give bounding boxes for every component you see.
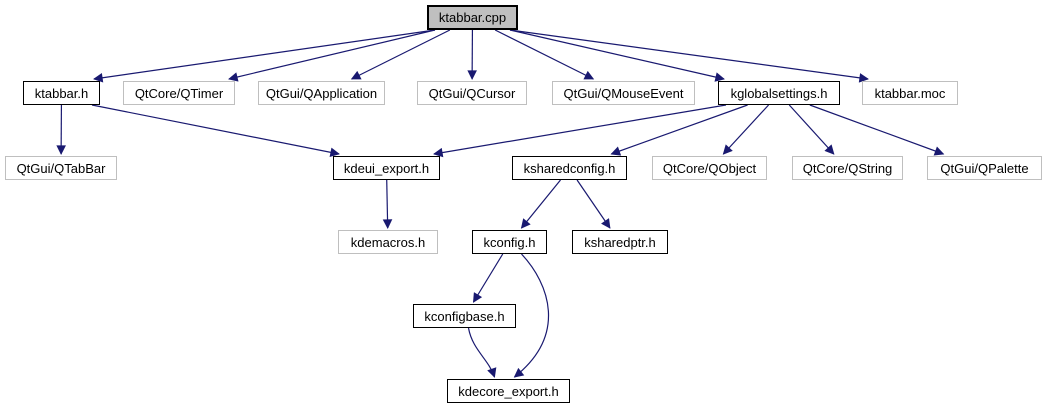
node-kconfig-h[interactable]: kconfig.h	[472, 230, 547, 254]
node-ksharedptr-h[interactable]: ksharedptr.h	[572, 230, 668, 254]
node-qtgui-qapplication: QtGui/QApplication	[258, 81, 385, 105]
edge-ktabbar_h-to-kdeui_export	[91, 104, 340, 158]
node-qtgui-qmouseevent: QtGui/QMouseEvent	[552, 81, 695, 105]
edge-ktabbar_cpp-to-ktabbar_h	[93, 29, 436, 83]
edge-kglobalsettings-to-qstring	[788, 104, 835, 155]
edge-ktabbar_cpp-to-ktabbar_moc	[509, 29, 869, 83]
node-qtcore-qtimer: QtCore/QTimer	[123, 81, 235, 105]
edge-kglobalsettings-to-qobject	[722, 104, 770, 155]
edge-kglobalsettings-to-kdeui_export	[433, 104, 727, 158]
edge-kconfigbase-to-kdecore_export	[467, 327, 497, 378]
node-qtcore-qobject: QtCore/QObject	[652, 156, 767, 180]
edge-ktabbar_cpp-to-qtimer	[228, 29, 436, 82]
edge-ktabbar_cpp-to-qapplication	[350, 29, 451, 80]
edge-kconfig-to-kconfigbase	[472, 253, 504, 303]
node-qtgui-qtabbar: QtGui/QTabBar	[5, 156, 117, 180]
edge-ksharedconfig-to-ksharedptr	[576, 179, 611, 229]
edge-ksharedconfig-to-kconfig	[520, 179, 561, 229]
node-kglobalsettings-h[interactable]: kglobalsettings.h	[718, 81, 840, 105]
edge-kconfig-to-kdecore_export	[513, 253, 550, 378]
node-qtgui-qpalette: QtGui/QPalette	[927, 156, 1042, 180]
node-ktabbar-moc: ktabbar.moc	[862, 81, 958, 105]
node-kconfigbase-h[interactable]: kconfigbase.h	[413, 304, 516, 328]
edge-kdeui_export-to-kdemacros	[382, 179, 393, 229]
edge-kglobalsettings-to-ksharedconfig	[610, 104, 748, 156]
node-ksharedconfig-h[interactable]: ksharedconfig.h	[512, 156, 627, 180]
node-kdemacros-h: kdemacros.h	[338, 230, 438, 254]
node-ktabbar-cpp: ktabbar.cpp	[427, 5, 518, 30]
node-qtgui-qcursor: QtGui/QCursor	[417, 81, 527, 105]
node-ktabbar-h[interactable]: ktabbar.h	[23, 81, 100, 105]
node-kdecore-export-h[interactable]: kdecore_export.h	[447, 379, 570, 403]
edge-kglobalsettings-to-qpalette	[809, 104, 945, 156]
edge-ktabbar_cpp-to-kglobalsettings	[509, 29, 725, 82]
node-qtcore-qstring: QtCore/QString	[792, 156, 903, 180]
edge-ktabbar_cpp-to-qmouseevent	[494, 29, 595, 80]
node-kdeui-export-h[interactable]: kdeui_export.h	[333, 156, 440, 180]
